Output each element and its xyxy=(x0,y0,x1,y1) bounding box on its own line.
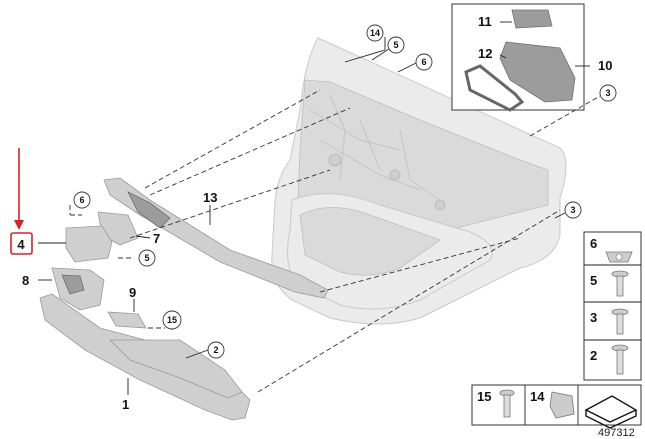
callout-15: 15 xyxy=(167,315,177,325)
leader-lines xyxy=(38,37,566,395)
inset-box: 11 12 10 xyxy=(451,3,612,112)
assembly-lines xyxy=(69,89,601,393)
callout-3-lower: 3 xyxy=(570,205,575,215)
highlight-box xyxy=(10,232,33,255)
callout-7: 7 xyxy=(153,231,160,246)
cover-part-4 xyxy=(65,225,113,263)
bottom-legend: 15 14 xyxy=(471,384,642,429)
highlight-arrow-head xyxy=(14,220,24,230)
callout-6-left: 6 xyxy=(79,195,84,205)
insert-part-9 xyxy=(107,311,147,329)
callout-2: 2 xyxy=(213,345,218,355)
callout-1: 1 xyxy=(122,397,129,412)
callout-12: 12 xyxy=(478,46,492,61)
legend-14: 14 xyxy=(530,389,545,404)
callout-3-top: 3 xyxy=(605,88,610,98)
trim-strip-part-13 xyxy=(103,177,329,299)
frame-part-12 xyxy=(464,64,525,112)
bracket-part-8 xyxy=(51,267,105,311)
callout-5-top: 5 xyxy=(393,40,398,50)
legend-5: 5 xyxy=(590,273,597,288)
door-panel xyxy=(271,37,567,325)
callout-9: 9 xyxy=(129,285,136,300)
screw-2-icon xyxy=(616,349,624,375)
callout-6-top: 6 xyxy=(421,57,426,67)
callout-8: 8 xyxy=(22,273,29,288)
figure-number: 497312 xyxy=(598,427,635,439)
legend-2: 2 xyxy=(590,348,597,363)
armrest-pad-part-2 xyxy=(109,339,243,399)
callout-11: 11 xyxy=(478,14,492,29)
legend-6: 6 xyxy=(590,236,597,251)
callout-13: 13 xyxy=(203,190,217,205)
tray-part-11 xyxy=(511,9,553,29)
screw-5-icon xyxy=(616,275,624,297)
callout-14: 14 xyxy=(370,28,380,38)
callouts: 14 5 6 3 3 6 5 15 2 13 7 8 9 1 4 xyxy=(10,24,617,412)
clip-14-icon xyxy=(549,391,575,419)
housing-part-10 xyxy=(499,41,576,103)
legend-3: 3 xyxy=(590,310,597,325)
screw-3-icon xyxy=(616,313,624,335)
screw-15-icon xyxy=(503,394,511,418)
callout-10: 10 xyxy=(598,58,612,73)
callout-4: 4 xyxy=(17,237,25,252)
fastener-legend: 6 5 3 2 xyxy=(583,231,642,381)
callout-5-left: 5 xyxy=(144,253,149,263)
legend-15: 15 xyxy=(477,389,491,404)
